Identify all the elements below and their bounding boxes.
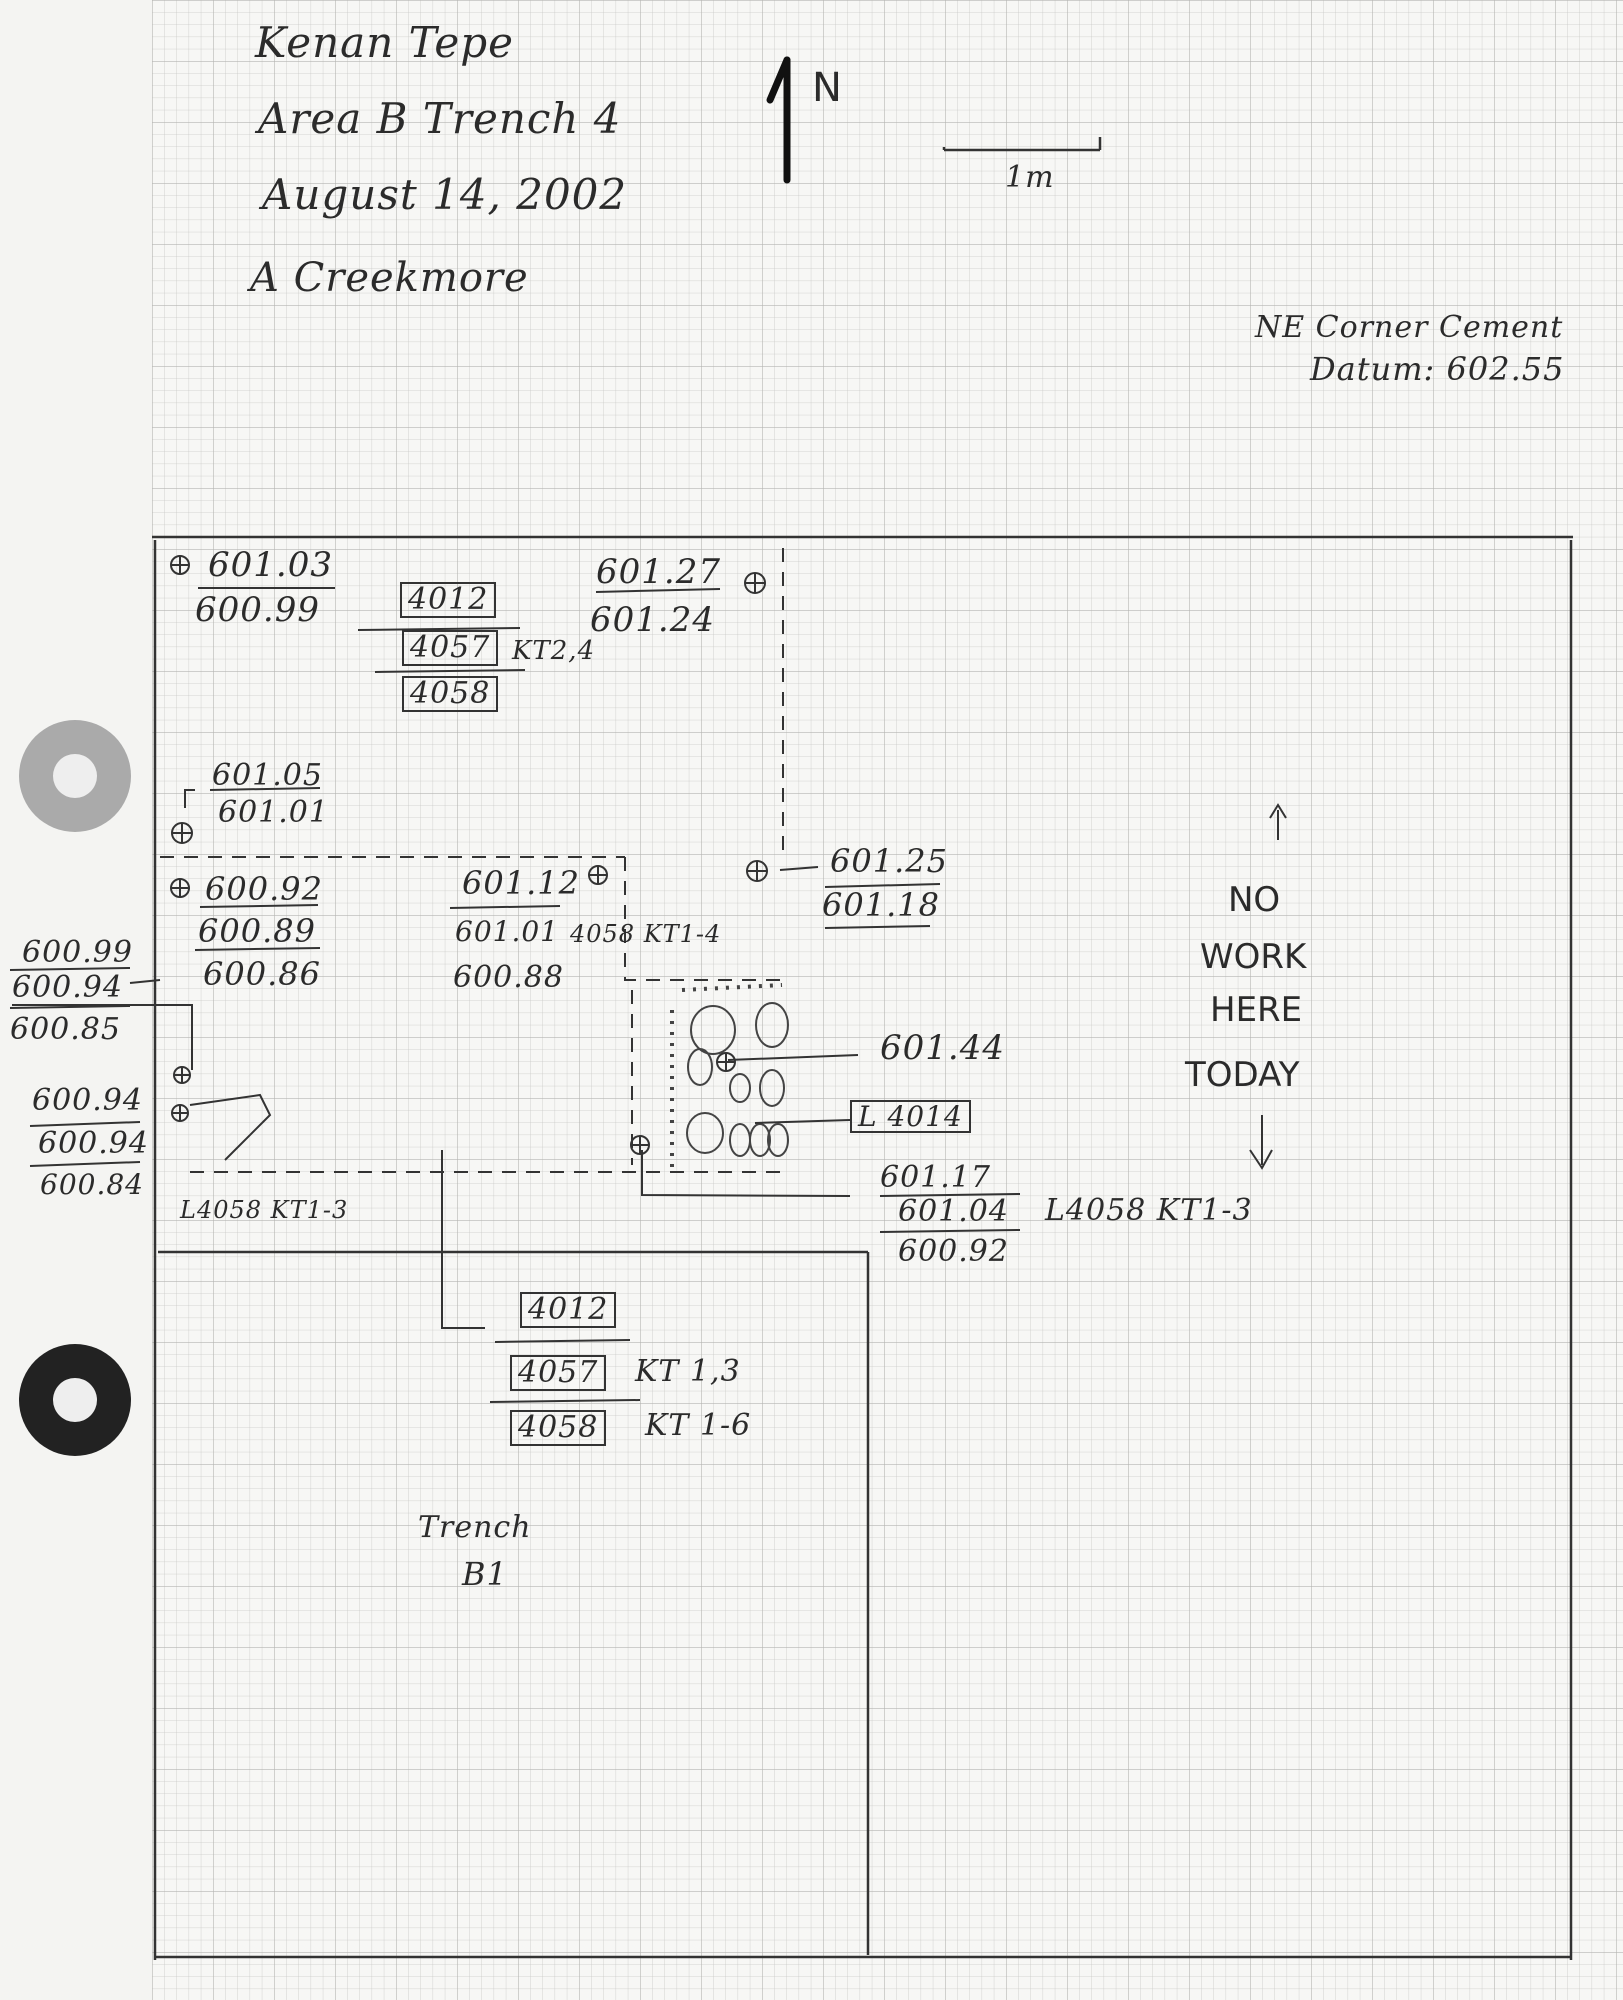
locus-w-bottom: L4058 KT1-3 [180,1196,349,1224]
trench-label: Trench [418,1510,532,1545]
scale-bar [942,137,1102,152]
paper-margin [0,0,152,2000]
date: August 14, 2002 [262,170,628,219]
locus-lower-1: 4012 [520,1292,617,1328]
datum-point-icon [170,555,768,1155]
no-work-line-3: HERE [1210,990,1303,1030]
stone-feature [670,983,789,1175]
no-work-line-4: TODAY [1185,1055,1300,1095]
locus-center: 4058 KT1-4 [570,920,722,948]
locus-upper-kt: KT2,4 [512,636,596,666]
binder-holes [19,720,131,1456]
locus-lower-2-kt: KT 1,3 [635,1354,741,1389]
dashed-unit-lines [160,548,785,1173]
locus-upper-2: 4057 [402,630,499,666]
locus-lower-3: 4058 [510,1410,607,1446]
elev-margin-2: 600.94 [12,970,123,1005]
trench-outline [152,535,1573,1960]
elev-w-low-3: 600.86 [203,955,321,993]
elev-margin-1: 600.99 [22,935,133,970]
elev-center-1: 601.12 [462,864,580,902]
datum-line-1: NE Corner Cement [1255,310,1564,345]
elev-margin-3: 600.85 [10,1012,121,1047]
elev-se-2: 601.04 [898,1194,1009,1229]
leader-lines [12,789,1287,1329]
locus-upper-3: 4058 [402,676,499,712]
elev-center-2: 601.01 [455,915,559,948]
locus-lower-2: 4057 [510,1355,607,1391]
elev-w-mid-top: 601.05 [212,758,323,793]
north-arrow-icon [766,56,791,184]
elev-center-3: 600.88 [453,960,564,995]
locus-se: L4058 KT1-3 [1045,1193,1253,1228]
locus-upper-1: 4012 [400,582,497,618]
site-name: Kenan Tepe [255,18,514,67]
elev-ne-top: 601.27 [596,552,721,592]
elev-stone: 601.44 [880,1028,1005,1068]
elev-se-1: 601.17 [880,1160,991,1195]
elev-nw-top: 601.03 [208,545,333,585]
elev-se-3: 600.92 [898,1234,1009,1269]
scale-label: 1m [1005,160,1055,195]
elev-nw-bottom: 600.99 [195,590,320,630]
elev-ne-bottom: 601.24 [590,600,715,640]
elev-east-bottom: 601.18 [822,886,940,924]
no-work-line-2: WORK [1200,937,1307,977]
datum-line-2: Datum: 602.55 [1310,350,1565,388]
no-work-line-1: NO [1228,880,1281,920]
grid-major [152,0,1623,2000]
elev-w-mid-bottom: 601.01 [218,795,329,830]
elev-margin-low-2: 600.94 [38,1126,149,1161]
locus-stone: L 4014 [850,1100,971,1134]
elev-w-low-2: 600.89 [198,912,316,950]
elev-w-low-1: 600.92 [205,870,323,908]
elevation-underlines [9,587,1021,1403]
author: A Creekmore [250,255,529,301]
north-label: N [812,65,842,111]
elev-margin-low-1: 600.94 [32,1083,143,1118]
trench-id: B1 [462,1555,508,1593]
area-trench: Area B Trench 4 [258,94,622,143]
locus-lower-3-kt: KT 1-6 [645,1408,752,1443]
elev-margin-low-3: 600.84 [40,1168,144,1201]
elev-east-top: 601.25 [830,842,948,880]
